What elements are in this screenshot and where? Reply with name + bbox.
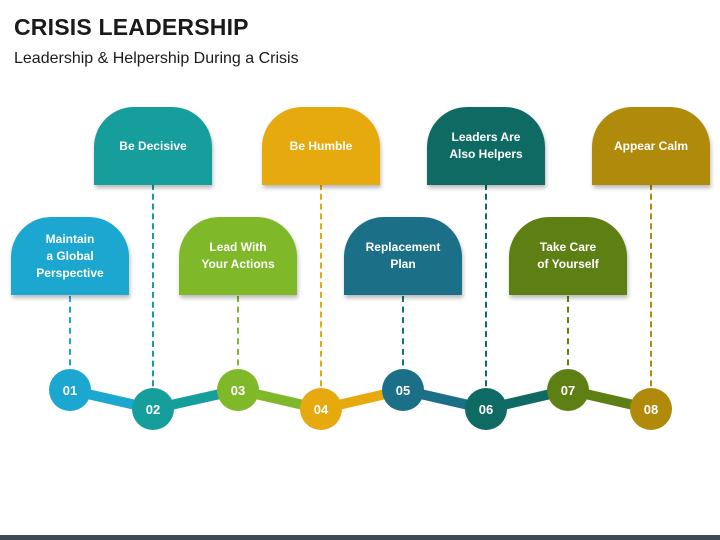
- step-label-01: Maintain a Global Perspective: [36, 231, 104, 280]
- step-number-06: 06: [479, 402, 493, 417]
- step-circle-05: [382, 369, 424, 411]
- step-label-06: Leaders Are Also Helpers: [449, 130, 523, 161]
- step-label-04: Be Humble: [289, 138, 353, 153]
- step-number-03: 03: [231, 383, 245, 398]
- step-number-07: 07: [561, 383, 575, 398]
- step-box-07: Take Care of Yourself: [509, 217, 627, 295]
- step-circle-07: [547, 369, 589, 411]
- footer-bar: [0, 535, 720, 540]
- connector-05: [402, 296, 404, 376]
- connector-07: [567, 296, 569, 376]
- step-circle-08: [630, 388, 672, 430]
- connector-03: [237, 296, 239, 376]
- step-node-06: 06: [465, 388, 507, 430]
- step-number-02: 02: [146, 402, 160, 417]
- step-box-08: Appear Calm: [592, 107, 710, 185]
- step-node-07: 07: [547, 369, 589, 411]
- step-node-08: 08: [630, 388, 672, 430]
- connector-02: [152, 184, 154, 396]
- step-number-01: 01: [63, 383, 77, 398]
- connector-04: [320, 184, 322, 396]
- step-circle-06: [465, 388, 507, 430]
- connector-08: [650, 184, 652, 396]
- step-number-08: 08: [644, 402, 658, 417]
- step-node-04: 04: [300, 388, 342, 430]
- page-subtitle: Leadership & Helpership During a Crisis: [14, 50, 299, 67]
- step-circle-03: [217, 369, 259, 411]
- step-label-05: Replacement Plan: [365, 240, 441, 271]
- step-circle-04: [300, 388, 342, 430]
- step-node-03: 03: [217, 369, 259, 411]
- step-node-02: 02: [132, 388, 174, 430]
- page-title: CRISIS LEADERSHIP: [14, 14, 249, 40]
- step-box-05: Replacement Plan: [344, 217, 462, 295]
- step-box-06: Leaders Are Also Helpers: [427, 107, 545, 185]
- step-number-04: 04: [314, 402, 329, 417]
- step-box-04: Be Humble: [262, 107, 380, 185]
- step-circle-01: [49, 369, 91, 411]
- step-box-03: Lead With Your Actions: [179, 217, 297, 295]
- connector-01: [69, 296, 71, 376]
- step-number-05: 05: [396, 383, 410, 398]
- connector-06: [485, 184, 487, 396]
- step-label-03: Lead With Your Actions: [201, 240, 275, 271]
- step-label-07: Take Care of Yourself: [537, 240, 599, 271]
- step-circle-02: [132, 388, 174, 430]
- step-label-02: Be Decisive: [119, 138, 187, 153]
- step-label-08: Appear Calm: [613, 138, 689, 153]
- step-box-01: Maintain a Global Perspective: [11, 217, 129, 295]
- step-node-05: 05: [382, 369, 424, 411]
- step-box-02: Be Decisive: [94, 107, 212, 185]
- step-node-01: 01: [49, 369, 91, 411]
